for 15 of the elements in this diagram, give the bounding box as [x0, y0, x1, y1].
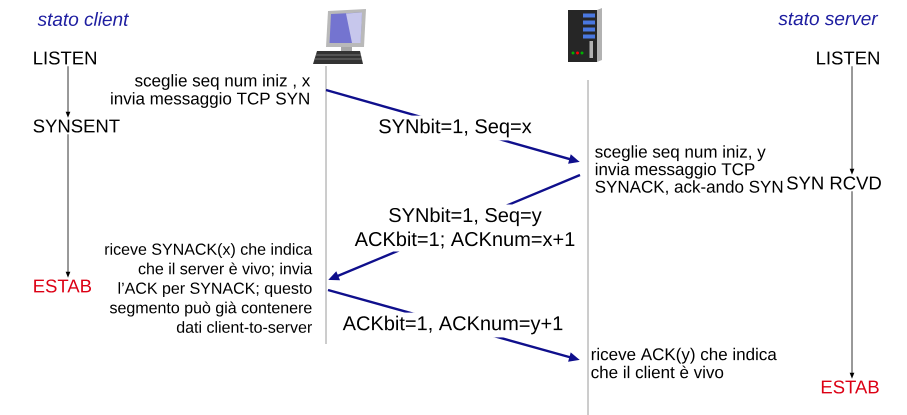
- column-heading: stato client: [38, 12, 130, 26]
- state-label: LISTEN: [34, 51, 96, 65]
- edge-label: SYNbit=1, Seq=y ACKbit=1; ACKnum=x+1: [347, 204, 583, 252]
- annotation-text: sceglie seq num iniz , x invia messaggio TCP SYN: [111, 74, 310, 108]
- state-label: ESTAB: [822, 380, 879, 394]
- state-label: ESTAB: [34, 279, 92, 293]
- annotation-text: riceve SYNACK(x) che indica che il server è vivo; invia l’ACK per SYNACK; questo segmento può già contenere dati client-to-server: [105, 243, 312, 333]
- state-label: SYN RCVD: [787, 176, 881, 190]
- state-label: LISTEN: [817, 51, 879, 65]
- annotation-text: sceglie seq num iniz, y invia messaggio TCP SYNACK, ack-ando SYN: [595, 145, 782, 195]
- annotation-text: riceve ACK(y) che indica che il client è vivo: [591, 348, 777, 378]
- state-label: SYNSENT: [34, 119, 120, 133]
- edge-label: SYNbit=1, Seq=x: [375, 116, 535, 140]
- edge-label: ACKbit=1, ACKnum=y+1: [340, 312, 566, 338]
- column-heading: stato server: [778, 12, 878, 26]
